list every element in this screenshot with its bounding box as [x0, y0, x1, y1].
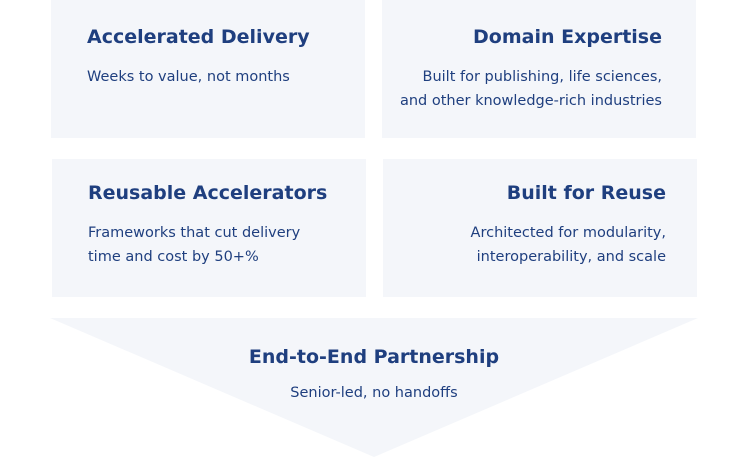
- card-description: Architected for modularity, interoperabi…: [471, 221, 666, 269]
- card-description-line: Built for publishing, life sciences,: [422, 69, 663, 85]
- card-description: Built for publishing, life sciences, and…: [400, 65, 662, 113]
- partnership-arrow: End-to-End Partnership Senior-led, no ha…: [50, 318, 698, 457]
- arrow-shape: [50, 318, 698, 457]
- card-description-line: and other knowledge-rich industries: [399, 93, 662, 109]
- card-description-line: Architected for modularity,: [470, 225, 666, 241]
- card-title: Accelerated Delivery: [87, 26, 310, 48]
- arrow-description: Senior-led, no handoffs: [290, 385, 458, 401]
- card-description-line: Frameworks that cut delivery: [88, 225, 301, 241]
- card-built-for-reuse: Built for Reuse Architected for modulari…: [383, 159, 697, 297]
- arrow-title: End-to-End Partnership: [248, 346, 500, 368]
- card-title: Reusable Accelerators: [88, 182, 328, 204]
- card-description-line: Weeks to value, not months: [87, 69, 290, 85]
- card-description-line: interoperability, and scale: [476, 249, 666, 265]
- card-accelerated-delivery: Accelerated Delivery Weeks to value, not…: [51, 0, 365, 138]
- card-title: Domain Expertise: [473, 26, 662, 48]
- card-description: Weeks to value, not months: [87, 65, 290, 89]
- card-domain-expertise: Domain Expertise Built for publishing, l…: [382, 0, 696, 138]
- card-description: Frameworks that cut delivery time and co…: [88, 221, 300, 269]
- card-description-line: time and cost by 50+%: [88, 249, 259, 265]
- card-reusable-accelerators: Reusable Accelerators Frameworks that cu…: [52, 159, 366, 297]
- card-title: Built for Reuse: [506, 182, 666, 204]
